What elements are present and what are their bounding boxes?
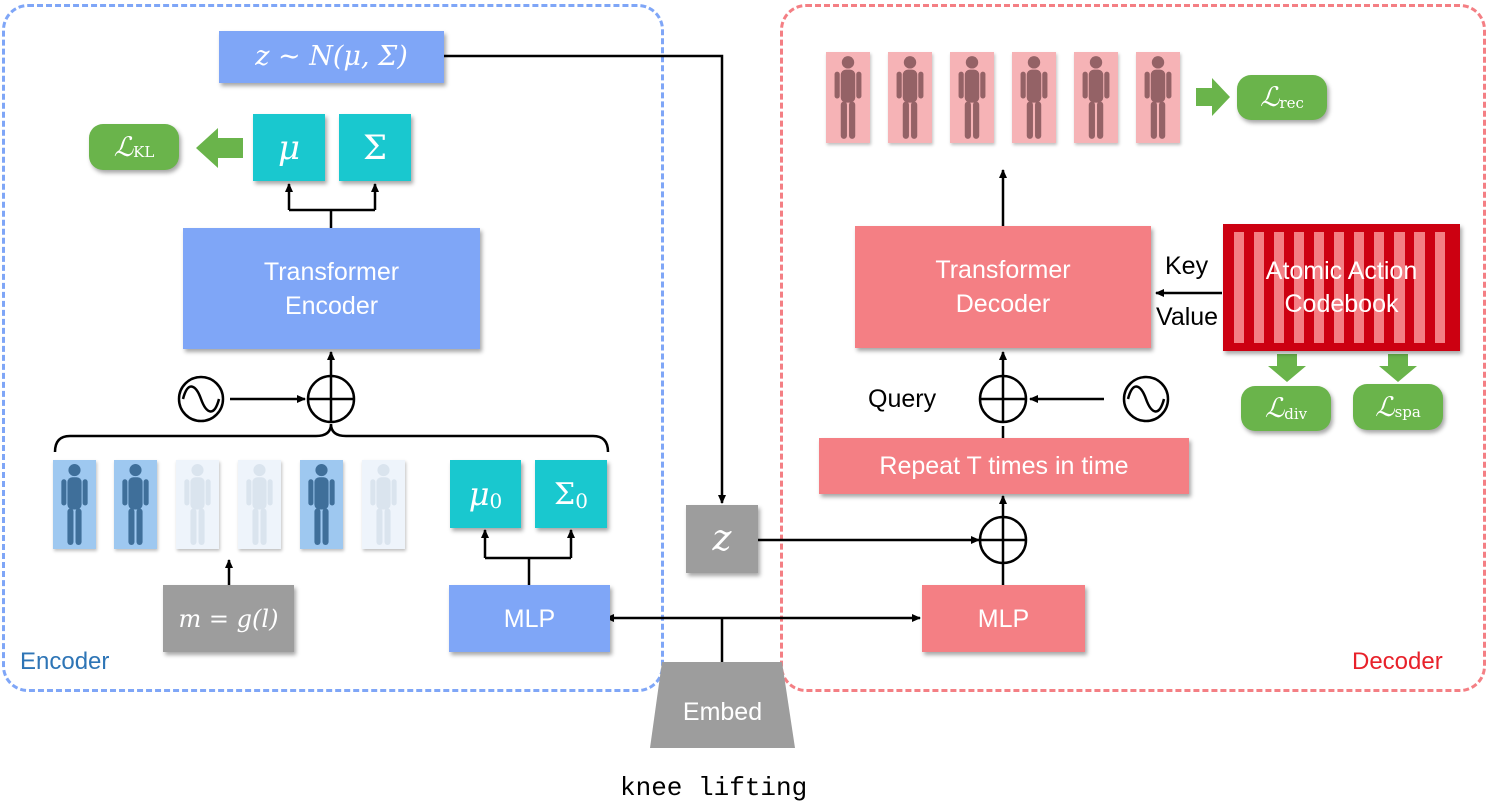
encoder-frame-label: Encoder xyxy=(20,648,110,675)
codebook-block: Atomic Action Codebook xyxy=(1223,224,1460,351)
arrow-to-kl-loss xyxy=(196,128,243,168)
codebook-entry xyxy=(1253,232,1264,343)
codebook-entry xyxy=(1334,232,1345,343)
output-frame xyxy=(826,52,870,143)
input-bracket xyxy=(53,423,610,453)
query-label: Query xyxy=(868,385,937,413)
mu0-symbol: μ xyxy=(468,475,490,513)
codebook-entry xyxy=(1414,232,1425,343)
action-text: knee lifting xyxy=(620,773,808,803)
input-frame-visible xyxy=(300,460,343,549)
mu-symbol: μ xyxy=(277,127,301,168)
decoder-mlp-box: MLP xyxy=(922,585,1085,652)
kl-loss-symbol: ℒ xyxy=(113,131,134,163)
arrow-to-div-loss xyxy=(1268,354,1306,382)
codebook-entry xyxy=(1354,232,1365,343)
sigma-box: Σ xyxy=(339,114,411,181)
codebook-entry xyxy=(1434,232,1445,343)
div-loss-subscript: div xyxy=(1284,404,1308,423)
spa-loss-symbol: ℒ xyxy=(1375,391,1395,423)
codebook-entry xyxy=(1314,232,1325,343)
z-box: z xyxy=(686,505,758,573)
key-label: Key xyxy=(1165,252,1209,280)
output-frame xyxy=(888,52,932,143)
output-frame xyxy=(1074,52,1118,143)
input-frame-masked xyxy=(362,460,405,549)
output-frame xyxy=(1136,52,1180,143)
input-frame-visible xyxy=(53,460,96,549)
sigma0-symbol: Σ xyxy=(554,476,576,512)
rec-loss-subscript: rec xyxy=(1279,93,1304,112)
input-frame-visible xyxy=(114,460,157,549)
arrow-to-rec-loss xyxy=(1196,78,1230,116)
transformer-encoder-box: Transformer Encoder xyxy=(183,228,480,349)
kl-loss-subscript: KL xyxy=(133,143,155,161)
codebook-entry xyxy=(1273,232,1284,343)
codebook-entry xyxy=(1293,232,1305,343)
spa-loss-subscript: spa xyxy=(1394,403,1421,421)
div-loss-symbol: ℒ xyxy=(1264,393,1285,424)
codebook-stripes xyxy=(1231,232,1452,343)
codebook-entry xyxy=(1394,232,1405,343)
rec-loss-symbol: ℒ xyxy=(1260,82,1280,113)
output-frame xyxy=(1012,52,1056,143)
arrow-to-spa-loss xyxy=(1379,354,1417,382)
input-frame-masked xyxy=(176,460,219,549)
arrow-latent-to-z xyxy=(444,54,726,504)
embed-label: Embed xyxy=(682,698,763,726)
output-frame xyxy=(950,52,994,143)
codebook-entry xyxy=(1374,232,1385,343)
transformer-decoder-box: Transformer Decoder xyxy=(855,226,1151,348)
embed-block xyxy=(650,662,795,748)
decoder-frame-label: Decoder xyxy=(1352,648,1443,675)
sigma-symbol: Σ xyxy=(362,127,388,168)
mu0-subscript: 0 xyxy=(489,489,503,513)
mu-box: μ xyxy=(253,114,325,181)
value-label: Value xyxy=(1156,303,1219,331)
codebook-entry xyxy=(1233,232,1244,343)
decoder-frame xyxy=(780,4,1486,692)
repeat-box: Repeat T times in time xyxy=(819,438,1189,494)
mask-box: m = g(l) xyxy=(163,585,294,652)
encoder-mlp-box: MLP xyxy=(449,585,610,652)
codebook-label: Atomic Action Codebook xyxy=(1265,256,1418,318)
latent-distribution-box: z ∼ N(μ, Σ) xyxy=(219,31,444,83)
sigma0-subscript: 0 xyxy=(575,489,588,513)
input-frame-masked xyxy=(238,460,281,549)
encoder-frame xyxy=(2,4,664,692)
